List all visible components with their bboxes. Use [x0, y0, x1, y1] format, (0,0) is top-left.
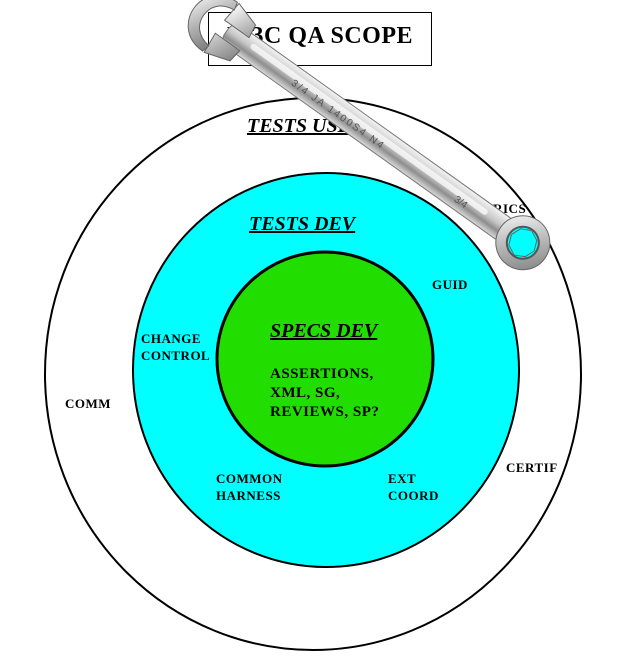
specs-line-2: XML, SG,	[270, 385, 341, 401]
ext-line-1: EXT	[388, 471, 417, 486]
tests-use-heading: TESTS USE	[247, 115, 351, 137]
common-line-2: HARNESS	[216, 488, 281, 503]
specs-line-3: REVIEWS, SP?	[270, 404, 380, 420]
common-line-1: COMMON	[216, 471, 283, 486]
guid-label: GUID	[432, 277, 468, 292]
inner-ring	[215, 250, 435, 468]
certif-label: CERTIF	[506, 460, 558, 475]
svg-text:3/4 JA 1400S4 N4: 3/4 JA 1400S4 N4	[289, 78, 387, 152]
specs-dev-heading: SPECS DEV	[270, 320, 378, 342]
specs-dev-body: ASSERTIONS, XML, SG, REVIEWS, SP?	[270, 365, 379, 422]
ext-line-2: COORD	[388, 488, 439, 503]
comm-label: COMM	[65, 396, 112, 411]
specs-line-1: ASSERTIONS,	[270, 366, 374, 382]
ext-coord-label: EXT COORD	[388, 470, 439, 504]
change-line-1: CHANGE	[141, 331, 202, 346]
change-control-label: CHANGE CONTROL	[141, 330, 210, 364]
tests-dev-heading: TESTS DEV	[249, 213, 356, 235]
change-line-2: CONTROL	[141, 348, 211, 363]
common-harness-label: COMMON HARNESS	[216, 470, 283, 504]
